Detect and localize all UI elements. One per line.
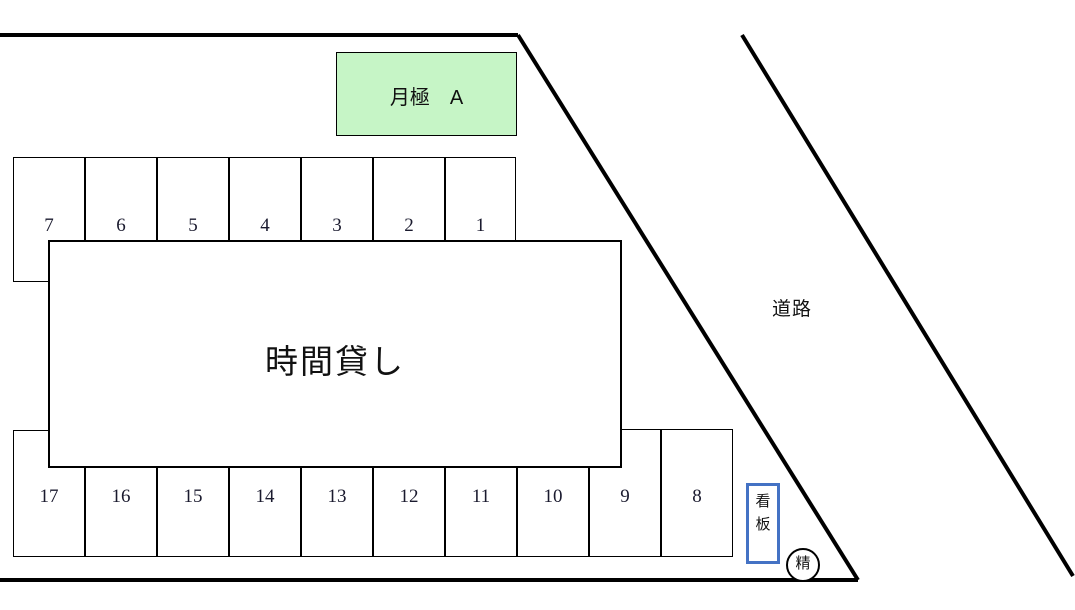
- stall-7-label: 7: [44, 215, 54, 236]
- road-label: 道路: [771, 299, 812, 320]
- stall-8[interactable]: 8: [661, 429, 733, 557]
- payment-machine-label: 精: [795, 555, 811, 572]
- monthly-parking-block-a: 月極 A: [336, 52, 517, 136]
- stall-15[interactable]: 15: [157, 467, 229, 557]
- stall-5-label: 5: [188, 215, 198, 236]
- stall-8-label: 8: [692, 486, 702, 507]
- signboard-char-2: 板: [755, 516, 771, 534]
- road-far-edge-diagonal: [740, 33, 1075, 578]
- stall-9-label: 9: [620, 486, 630, 507]
- stall-14-label: 14: [255, 486, 275, 507]
- stall-5[interactable]: 5: [157, 157, 229, 241]
- stall-1[interactable]: 1: [445, 157, 516, 241]
- stall-4-label: 4: [260, 215, 270, 236]
- stall-17-label: 17: [39, 486, 59, 507]
- stall-1-label: 1: [475, 215, 486, 236]
- boundary-diagonal-left: [516, 33, 860, 582]
- stall-9[interactable]: 9: [589, 429, 661, 557]
- hourly-rental-label: 時間貸し: [265, 343, 405, 380]
- payment-machine-marker[interactable]: 精: [786, 548, 820, 582]
- stall-2[interactable]: 2: [373, 157, 445, 241]
- signboard-label: 看 板: [749, 490, 777, 537]
- stall-6-label: 6: [116, 215, 126, 236]
- stall-2-label: 2: [404, 215, 414, 236]
- stall-13-label: 13: [327, 486, 347, 507]
- stall-12-label: 12: [399, 486, 419, 507]
- stall-3[interactable]: 3: [301, 157, 373, 241]
- stall-14[interactable]: 14: [229, 467, 301, 557]
- hourly-rental-block: 時間貸し: [48, 240, 622, 468]
- stall-3-label: 3: [332, 215, 342, 236]
- stall-11-label: 11: [471, 486, 491, 507]
- stall-12[interactable]: 12: [373, 467, 445, 557]
- stall-10[interactable]: 10: [517, 467, 589, 557]
- signboard-char-1: 看: [755, 493, 771, 510]
- monthly-parking-label: 月極 A: [389, 87, 464, 109]
- stall-11[interactable]: 11: [445, 467, 517, 557]
- stall-15-label: 15: [183, 486, 203, 507]
- signboard-marker[interactable]: 看 板: [746, 483, 780, 564]
- stall-16[interactable]: 16: [85, 467, 157, 557]
- stall-6[interactable]: 6: [85, 157, 157, 241]
- stall-10-label: 10: [543, 486, 563, 507]
- stall-13[interactable]: 13: [301, 467, 373, 557]
- stall-4[interactable]: 4: [229, 157, 301, 241]
- stall-16-label: 16: [111, 486, 131, 507]
